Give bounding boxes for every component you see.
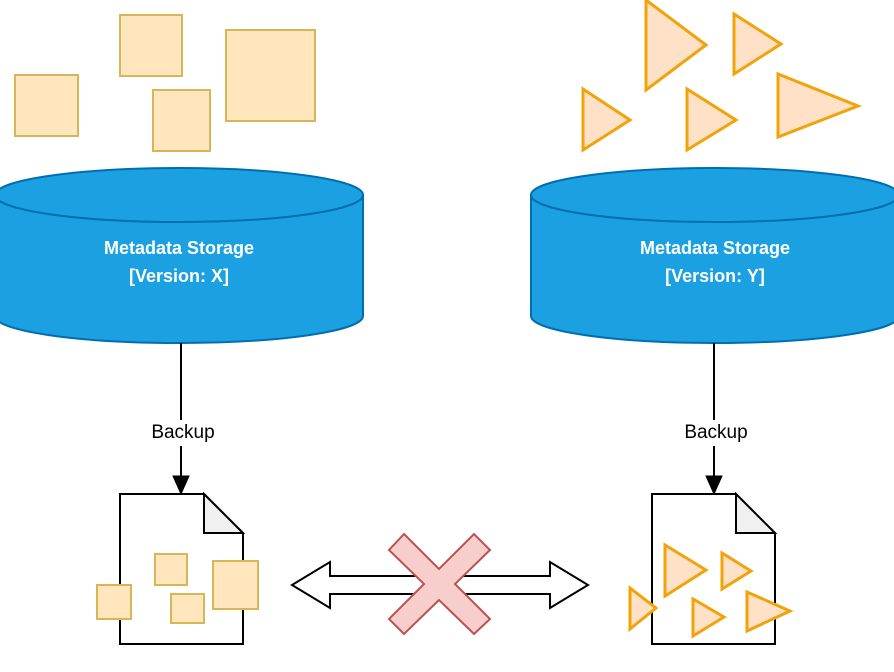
metadata-triangle: [732, 11, 784, 77]
floating-squares-left: [14, 14, 316, 152]
backup-file-y[interactable]: [628, 491, 794, 645]
backup-edge-right: Backup: [674, 343, 758, 496]
backup-edge-left: Backup: [141, 343, 225, 496]
storage-label-line2: [Version: Y]: [665, 266, 765, 286]
metadata-square: [14, 74, 79, 137]
arrowhead-icon: [705, 475, 723, 496]
backup-label-backdrop: [141, 420, 225, 446]
arrowhead-icon: [172, 475, 190, 496]
storage-label-line1: Metadata Storage: [640, 238, 790, 258]
metadata-storage-y[interactable]: Metadata Storage [Version: Y]: [530, 167, 894, 344]
metadata-triangle: [581, 86, 633, 153]
backup-file-x[interactable]: [96, 491, 259, 645]
cross-icon: [387, 532, 492, 636]
document-content-triangle: [691, 596, 727, 639]
storage-label-line1: Metadata Storage: [104, 238, 254, 258]
cylinder-top: [530, 167, 894, 223]
document-content-triangle: [663, 542, 709, 599]
metadata-storage-x[interactable]: Metadata Storage [Version: X]: [0, 167, 364, 344]
cylinder-top: [0, 167, 364, 223]
document-content-square: [154, 553, 188, 586]
storage-label-line2: [Version: X]: [129, 266, 229, 286]
document-content-square: [96, 584, 132, 620]
document-content-square: [212, 560, 259, 610]
document-content-triangle: [720, 550, 754, 592]
metadata-triangle: [776, 71, 863, 140]
floating-triangles-right: [581, 0, 863, 153]
cross-shape: [387, 532, 492, 636]
metadata-triangle: [685, 86, 739, 153]
backup-edge-label: Backup: [151, 422, 214, 443]
cylinder-body: [530, 194, 894, 344]
metadata-square: [119, 14, 183, 77]
metadata-square: [152, 89, 211, 152]
cylinder-body: [0, 194, 364, 344]
metadata-triangle: [644, 0, 709, 93]
metadata-square: [225, 29, 316, 122]
document-content-square: [170, 593, 205, 624]
document-content-triangle: [745, 589, 794, 634]
backup-label-backdrop: [674, 420, 758, 446]
document-fold-icon: [203, 491, 246, 534]
backup-edge-label: Backup: [684, 422, 747, 443]
document-content-triangle: [628, 584, 659, 633]
document-fold-icon: [735, 491, 778, 534]
